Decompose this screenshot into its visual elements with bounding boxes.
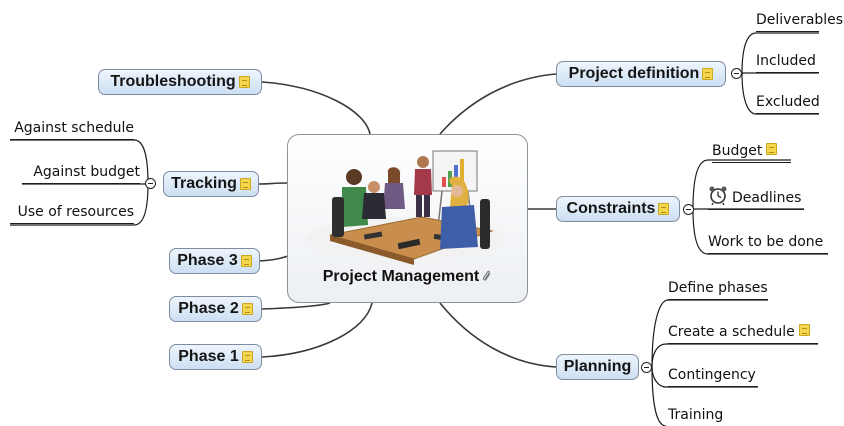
topic-phase-2[interactable]: Phase 2 [169,296,262,322]
central-topic-label: Project Management [322,268,480,285]
collapse-minus-icon[interactable] [145,178,156,189]
subtopic-label: Against schedule [14,120,134,136]
note-icon[interactable] [702,68,714,80]
note-icon[interactable] [798,324,810,336]
topic-tracking[interactable]: Tracking [163,171,259,197]
topic-constraints-label: Constraints [566,200,656,217]
central-topic-title: Project Management [288,268,527,286]
subtopic-label: Deadlines [732,190,802,206]
note-icon[interactable] [658,203,670,215]
topic-planning-label: Planning [563,358,632,375]
paperclip-icon[interactable] [482,270,492,282]
topic-phase-2-label: Phase 2 [178,300,239,317]
topic-phase-1[interactable]: Phase 1 [169,344,262,370]
subtopic-against-schedule[interactable]: Against schedule [10,120,134,140]
subtopic-label: Deliverables [756,12,844,28]
note-icon[interactable] [240,255,252,267]
subtopic-define-phases[interactable]: Define phases [668,280,768,300]
subtopic-label: Budget [712,143,763,159]
note-icon[interactable] [238,76,250,88]
topic-project-definition-label: Project definition [568,65,700,82]
subtopic-label: Included [756,53,816,69]
subtopic-label: Training [668,407,724,423]
subtopic-deadlines[interactable]: Deadlines [708,185,804,210]
collapse-minus-icon[interactable] [641,362,652,373]
subtopic-excluded[interactable]: Excluded [756,94,820,114]
subtopic-included[interactable]: Included [756,53,819,73]
subtopic-create-a-schedule[interactable]: Create a schedule [668,324,818,344]
note-icon[interactable] [766,143,778,155]
subtopic-use-of-resources[interactable]: Use of resources [10,204,134,224]
alarm-clock-icon [709,186,727,205]
note-icon[interactable] [241,303,253,315]
note-icon[interactable] [241,351,253,363]
collapse-minus-icon[interactable] [683,204,694,215]
topic-phase-3-label: Phase 3 [177,252,238,269]
topic-tracking-label: Tracking [171,175,237,192]
subtopic-label: Work to be done [708,234,824,250]
topic-troubleshooting-label: Troubleshooting [110,73,236,90]
meeting-presentation-illustration [306,150,506,265]
subtopic-contingency[interactable]: Contingency [668,367,758,387]
subtopic-deliverables[interactable]: Deliverables [756,12,843,32]
subtopic-against-budget[interactable]: Against budget [22,164,140,184]
collapse-minus-icon[interactable] [731,68,742,79]
subtopic-label: Define phases [668,280,768,296]
topic-constraints[interactable]: Constraints [556,196,680,222]
subtopic-training[interactable]: Training [668,407,738,426]
subtopic-label: Create a schedule [668,324,795,340]
topic-phase-3[interactable]: Phase 3 [169,248,260,274]
subtopic-label: Excluded [756,94,820,110]
topic-planning[interactable]: Planning [556,354,639,380]
subtopic-label: Use of resources [17,204,134,220]
note-icon[interactable] [239,178,251,190]
central-topic[interactable]: Project Management [287,134,528,303]
subtopic-work-to-be-done[interactable]: Work to be done [708,234,828,254]
subtopic-label: Against budget [33,164,140,180]
subtopic-budget[interactable]: Budget [712,143,791,163]
topic-phase-1-label: Phase 1 [178,348,239,365]
topic-project-definition[interactable]: Project definition [556,61,726,87]
topic-troubleshooting[interactable]: Troubleshooting [98,69,262,95]
subtopic-label: Contingency [668,367,756,383]
